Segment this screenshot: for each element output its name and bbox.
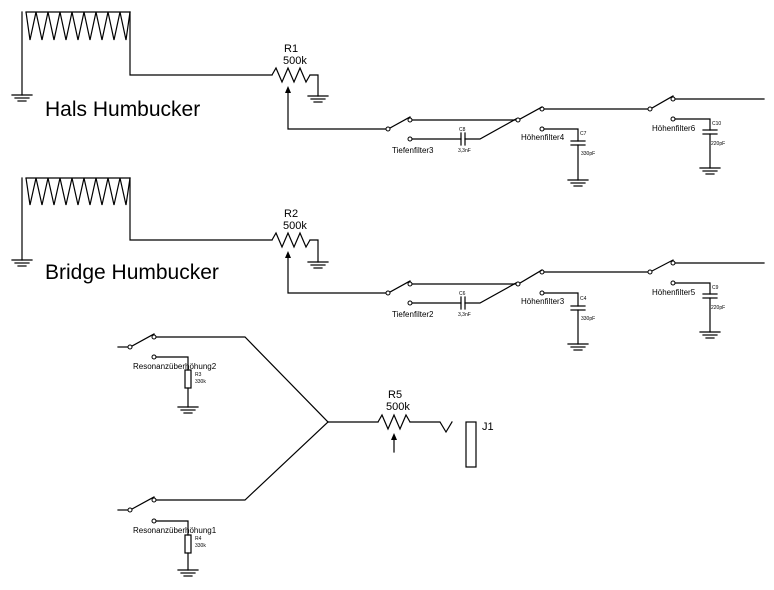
neck-switch-hoehenfilter4-label: Höhenfilter4 xyxy=(521,133,565,142)
r2-potentiometer xyxy=(271,231,387,294)
bridge-ground-symbol xyxy=(11,259,33,267)
neck-switch-hoehenfilter6 xyxy=(647,95,765,175)
neck-ground-symbol xyxy=(11,94,33,102)
neck-cap-c8-value: 3,3nF xyxy=(458,148,471,154)
bridge-switch-tiefenfilter2-label: Tiefenfilter2 xyxy=(392,310,434,319)
resonance-lower-switch xyxy=(117,421,329,577)
bridge-switch-hoehenfilter5-label: Höhenfilter5 xyxy=(652,288,696,297)
r1-ref-label: R1 xyxy=(284,43,298,55)
neck-cap-c8-ref: C8 xyxy=(459,127,466,133)
neck-switch-hoehenfilter6-label: Höhenfilter6 xyxy=(652,124,696,133)
resonance-lower-switch-label: Resonanzüberhöhung1 xyxy=(133,526,217,535)
bridge-cap-c9-value: 220pF xyxy=(711,305,725,311)
j1-ref-label: J1 xyxy=(482,421,494,433)
bridge-cap-c6 xyxy=(460,282,517,310)
bridge-cap-c6-value: 3,3nF xyxy=(458,312,471,318)
resonance-upper-resistor-ref: R3 xyxy=(195,372,202,378)
r1-value-label: 500k xyxy=(283,55,307,67)
r5-potentiometer xyxy=(327,413,453,453)
bridge-cap-c4-ref: C4 xyxy=(580,296,587,302)
neck-cap-c10-ref: C10 xyxy=(712,121,721,127)
r5-value-label: 500k xyxy=(386,401,410,413)
r5-ref-label: R5 xyxy=(388,389,402,401)
neck-pickup-label: Hals Humbucker xyxy=(45,98,200,121)
resonance-lower-resistor-ref: R4 xyxy=(195,536,202,542)
r2-ref-label: R2 xyxy=(284,208,298,220)
bridge-cap-c9-ref: C9 xyxy=(712,285,719,291)
neck-pickup-coil xyxy=(21,11,273,96)
neck-cap-c8 xyxy=(460,118,517,146)
resonance-upper-resistor-value: 330k xyxy=(195,379,206,385)
r1-potentiometer xyxy=(271,66,387,130)
neck-switch-hoehenfilter4 xyxy=(515,106,589,187)
neck-cap-c10-value: 220pF xyxy=(711,141,725,147)
bridge-switch-hoehenfilter5 xyxy=(647,259,765,339)
resonance-lower-resistor-value: 330k xyxy=(195,543,206,549)
resonance-upper-switch xyxy=(117,333,329,423)
neck-cap-c7-ref: C7 xyxy=(580,131,587,137)
bridge-cap-c4-value: 330pF xyxy=(581,316,595,322)
bridge-pickup-coil xyxy=(21,177,273,261)
neck-switch-tiefenfilter3-label: Tiefenfilter3 xyxy=(392,146,434,155)
bridge-pickup-label: Bridge Humbucker xyxy=(45,261,219,284)
resonance-upper-switch-label: Resonanzüberhöhung2 xyxy=(133,362,217,371)
j1-output-jack xyxy=(465,421,477,468)
bridge-switch-hoehenfilter3-label: Höhenfilter3 xyxy=(521,297,565,306)
r2-value-label: 500k xyxy=(283,220,307,232)
neck-switch-tiefenfilter3 xyxy=(385,116,462,142)
neck-cap-c7-value: 330pF xyxy=(581,151,595,157)
bridge-switch-tiefenfilter2 xyxy=(385,280,462,306)
bridge-cap-c6-ref: C6 xyxy=(459,291,466,297)
bridge-switch-hoehenfilter3 xyxy=(515,269,589,351)
